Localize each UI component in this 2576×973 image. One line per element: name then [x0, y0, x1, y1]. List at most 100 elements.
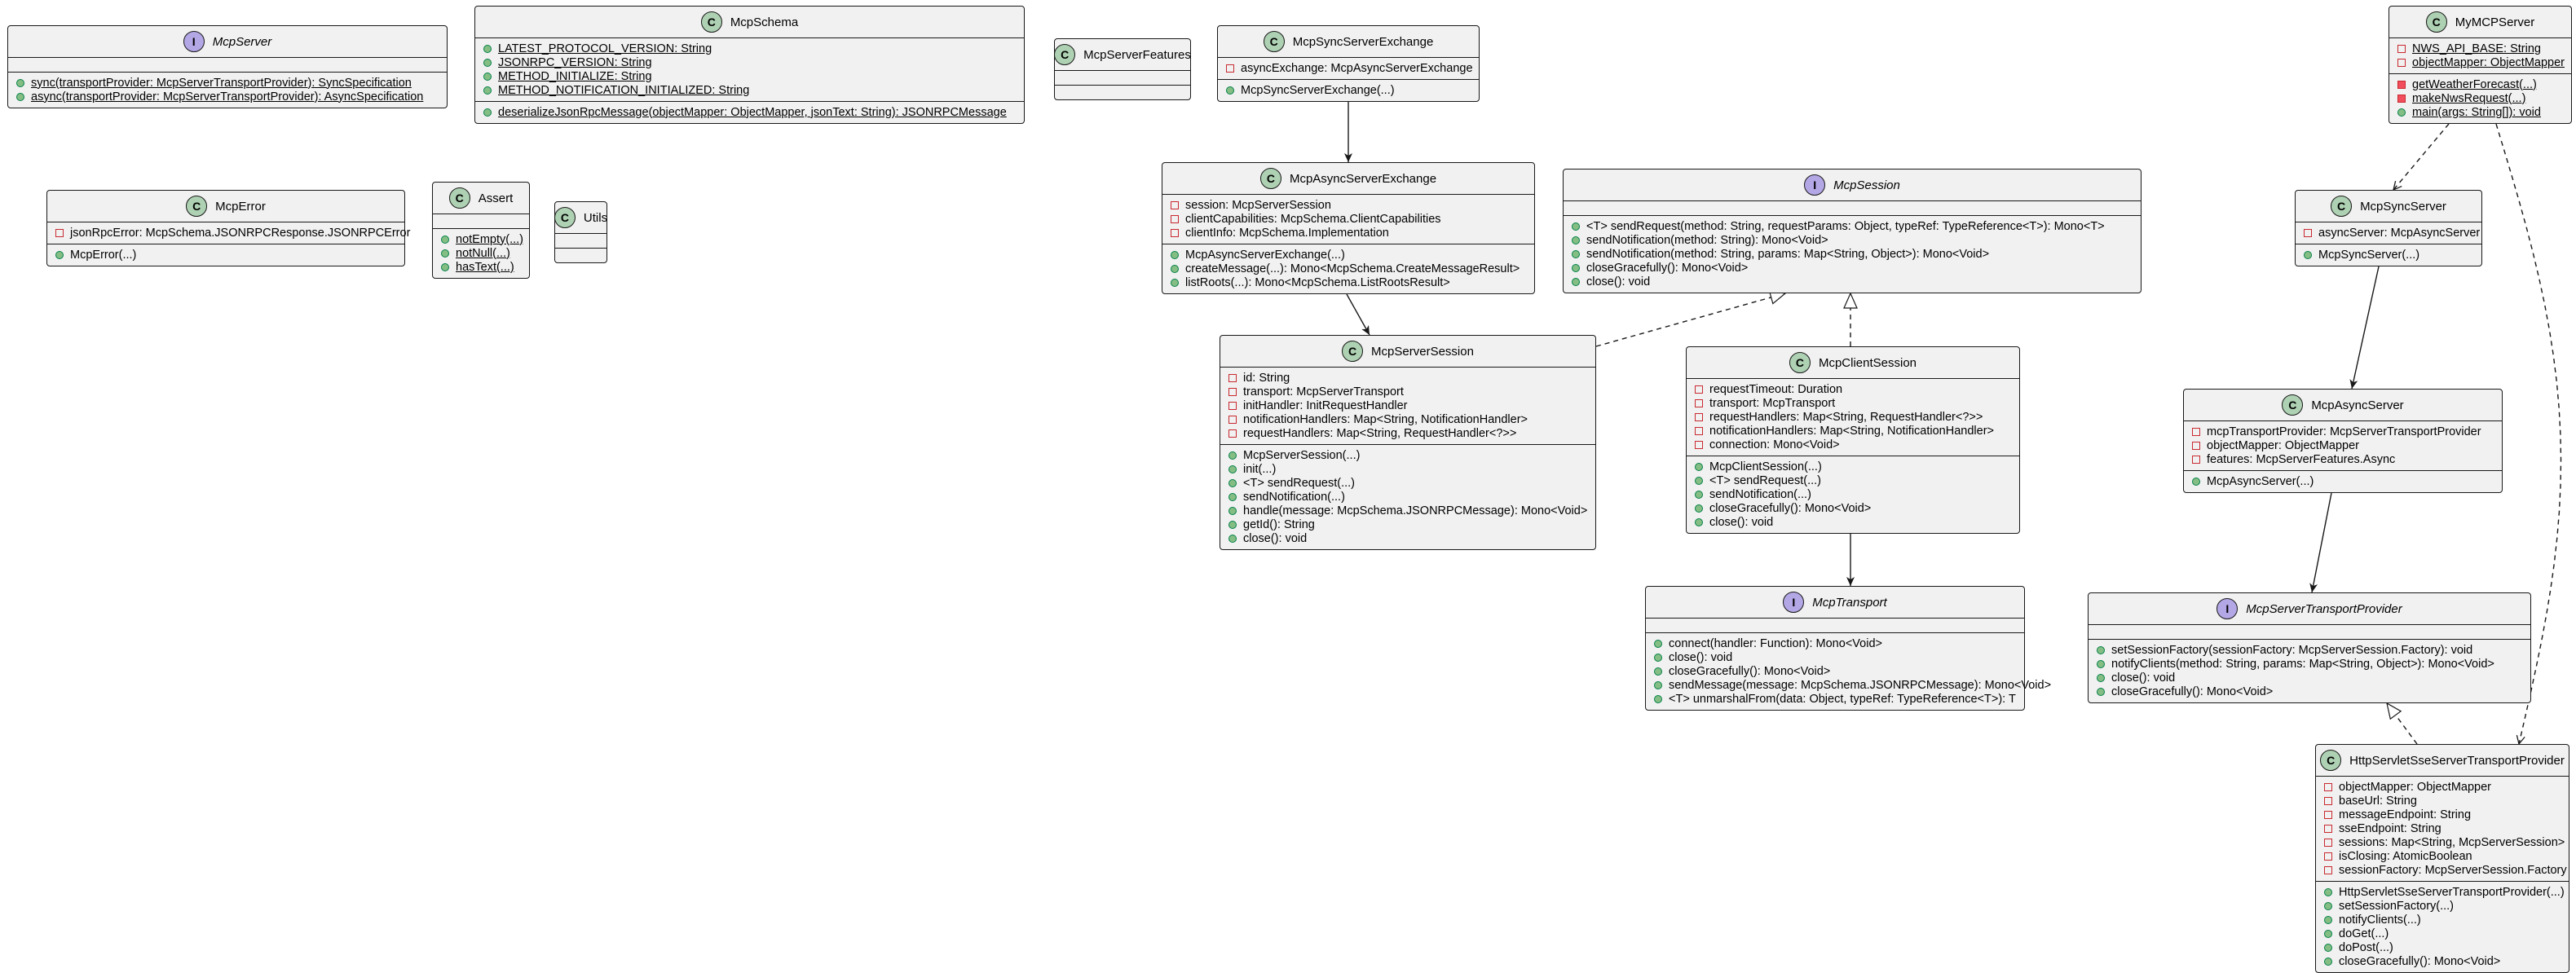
method-row: closeGracefully(): Mono<Void>: [1564, 261, 2141, 275]
attribute-row: session: McpServerSession: [1162, 198, 1534, 212]
private-visibility-icon: [1226, 64, 1234, 73]
method-text: handle(message: McpSchema.JSONRPCMessage…: [1243, 504, 1588, 517]
method-row: connect(handler: Function): Mono<Void>: [1646, 636, 2024, 650]
class-badge-icon: C: [186, 196, 208, 217]
public-visibility-icon: [1228, 492, 1237, 501]
method-row: main(args: String[]): void: [2389, 105, 2571, 119]
class-badge-icon: C: [2425, 11, 2447, 33]
attribute-row: connection: Mono<Void>: [1687, 438, 2019, 451]
attribute-text: objectMapper: ObjectMapper: [2339, 780, 2491, 794]
method-row: closeGracefully(): Mono<Void>: [1687, 501, 2019, 515]
attribute-text: notificationHandlers: Map<String, Notifi…: [1243, 412, 1528, 426]
method-text: async(transportProvider: McpServerTransp…: [31, 90, 424, 103]
private-visibility-icon: [2324, 810, 2332, 819]
public-visibility-icon: [1228, 478, 1237, 487]
public-visibility-icon: [1228, 451, 1237, 460]
method-row: McpAsyncServerExchange(...): [1162, 248, 1534, 262]
class-name: McpClientSession: [1818, 355, 1917, 370]
method-row: makeNwsRequest(...): [2389, 91, 2571, 105]
attribute-section: mcpTransportProvider: McpServerTransport…: [2184, 421, 2502, 471]
private-visibility-icon: [2192, 441, 2200, 450]
attribute-text: clientCapabilities: McpSchema.ClientCapa…: [1185, 212, 1441, 226]
attribute-text: LATEST_PROTOCOL_VERSION: String: [498, 42, 712, 55]
attribute-text: id: String: [1243, 371, 1290, 385]
method-text: closeGracefully(): Mono<Void>: [2339, 954, 2501, 968]
private-visibility-icon: [1171, 200, 1179, 209]
method-section: McpAsyncServer(...): [2184, 471, 2502, 492]
attribute-row: METHOD_INITIALIZE: String: [475, 69, 1024, 83]
method-section: setSessionFactory(sessionFactory: McpSer…: [2089, 640, 2530, 702]
method-text: connect(handler: Function): Mono<Void>: [1669, 636, 1882, 650]
private-visibility-icon: [2192, 455, 2200, 464]
class-name: McpError: [215, 199, 266, 214]
private-visibility-icon: [1695, 426, 1703, 435]
method-row: notifyClients(method: String, params: Ma…: [2089, 657, 2530, 671]
interface-mcp-server: I McpServer sync(transportProvider: McpSer…: [7, 25, 448, 108]
method-section: sync(transportProvider: McpServerTranspo…: [8, 73, 447, 108]
class-badge-icon: C: [1789, 352, 1811, 373]
public-visibility-icon: [2397, 108, 2406, 117]
method-row: <T> sendRequest(...): [1220, 476, 1595, 490]
public-visibility-icon: [2324, 929, 2332, 938]
method-row: deserializeJsonRpcMessage(objectMapper: …: [475, 105, 1024, 119]
attribute-text: initHandler: InitRequestHandler: [1243, 398, 1408, 412]
method-text: McpSyncServer(...): [2318, 248, 2420, 262]
method-text: notNull(...): [456, 246, 510, 260]
relation-realization-http-servlet-sse-server-transport-provider-to-mcp-server-transport-provider: [2387, 703, 2418, 745]
private-visibility-icon: [2324, 852, 2332, 861]
class-name: McpServerSession: [1371, 344, 1474, 359]
private-visibility-icon: [2397, 94, 2406, 103]
class-badge-icon: C: [1263, 31, 1285, 52]
attribute-row: LATEST_PROTOCOL_VERSION: String: [475, 42, 1024, 55]
method-row: doPost(...): [2316, 940, 2569, 954]
private-visibility-icon: [1695, 398, 1703, 407]
method-text: sendMessage(message: McpSchema.JSONRPCMe…: [1669, 678, 2052, 692]
method-text: closeGracefully(): Mono<Void>: [2111, 685, 2274, 698]
method-text: sync(transportProvider: McpServerTranspo…: [31, 76, 412, 90]
method-row: closeGracefully(): Mono<Void>: [2316, 954, 2569, 968]
method-row: notEmpty(...): [433, 232, 529, 246]
method-text: getId(): String: [1243, 517, 1315, 531]
attribute-text: mcpTransportProvider: McpServerTransport…: [2207, 425, 2481, 438]
attribute-text: METHOD_INITIALIZE: String: [498, 69, 652, 83]
attribute-text: objectMapper: ObjectMapper: [2412, 55, 2565, 69]
method-section: getWeatherForecast(...)makeNwsRequest(..…: [2389, 74, 2571, 123]
method-text: init(...): [1243, 462, 1277, 476]
class-badge-icon: C: [2320, 750, 2342, 771]
attribute-section: asyncServer: McpAsyncServer: [2296, 222, 2481, 244]
public-visibility-icon: [1654, 639, 1662, 648]
attribute-section: jsonRpcError: McpSchema.JSONRPCResponse.…: [47, 222, 410, 244]
method-row: <T> sendRequest(...): [1687, 473, 2019, 487]
class-name: McpSyncServerExchange: [1292, 34, 1434, 49]
attribute-row: sseEndpoint: String: [2316, 821, 2569, 835]
attribute-row: objectMapper: ObjectMapper: [2184, 438, 2502, 452]
public-visibility-icon: [1228, 464, 1237, 473]
method-row: getWeatherForecast(...): [2389, 77, 2571, 91]
attribute-row: features: McpServerFeatures.Async: [2184, 452, 2502, 466]
interface-badge-icon: I: [183, 31, 205, 52]
attribute-text: METHOD_NOTIFICATION_INITIALIZED: String: [498, 83, 750, 97]
class-name: MyMCPServer: [2455, 15, 2535, 29]
public-visibility-icon: [1572, 236, 1580, 244]
attribute-text: features: McpServerFeatures.Async: [2207, 452, 2396, 466]
private-visibility-icon: [1695, 385, 1703, 394]
class-name: McpSession: [1833, 178, 1900, 192]
method-section: notEmpty(...)notNull(...)hasText(...): [433, 229, 529, 278]
method-row: createMessage(...): Mono<McpSchema.Creat…: [1162, 262, 1534, 275]
method-text: deserializeJsonRpcMessage(objectMapper: …: [498, 105, 1007, 119]
attribute-row: mcpTransportProvider: McpServerTransport…: [2184, 425, 2502, 438]
public-visibility-icon: [55, 250, 64, 259]
attribute-row: JSONRPC_VERSION: String: [475, 55, 1024, 69]
private-visibility-icon: [1171, 214, 1179, 223]
method-text: <T> sendRequest(...): [1243, 476, 1356, 490]
class-badge-icon: C: [1054, 44, 1076, 65]
public-visibility-icon: [1695, 504, 1703, 513]
attribute-row: sessions: Map<String, McpServerSession>: [2316, 835, 2569, 849]
class-name: McpServer: [212, 34, 272, 49]
public-visibility-icon: [1228, 506, 1237, 515]
